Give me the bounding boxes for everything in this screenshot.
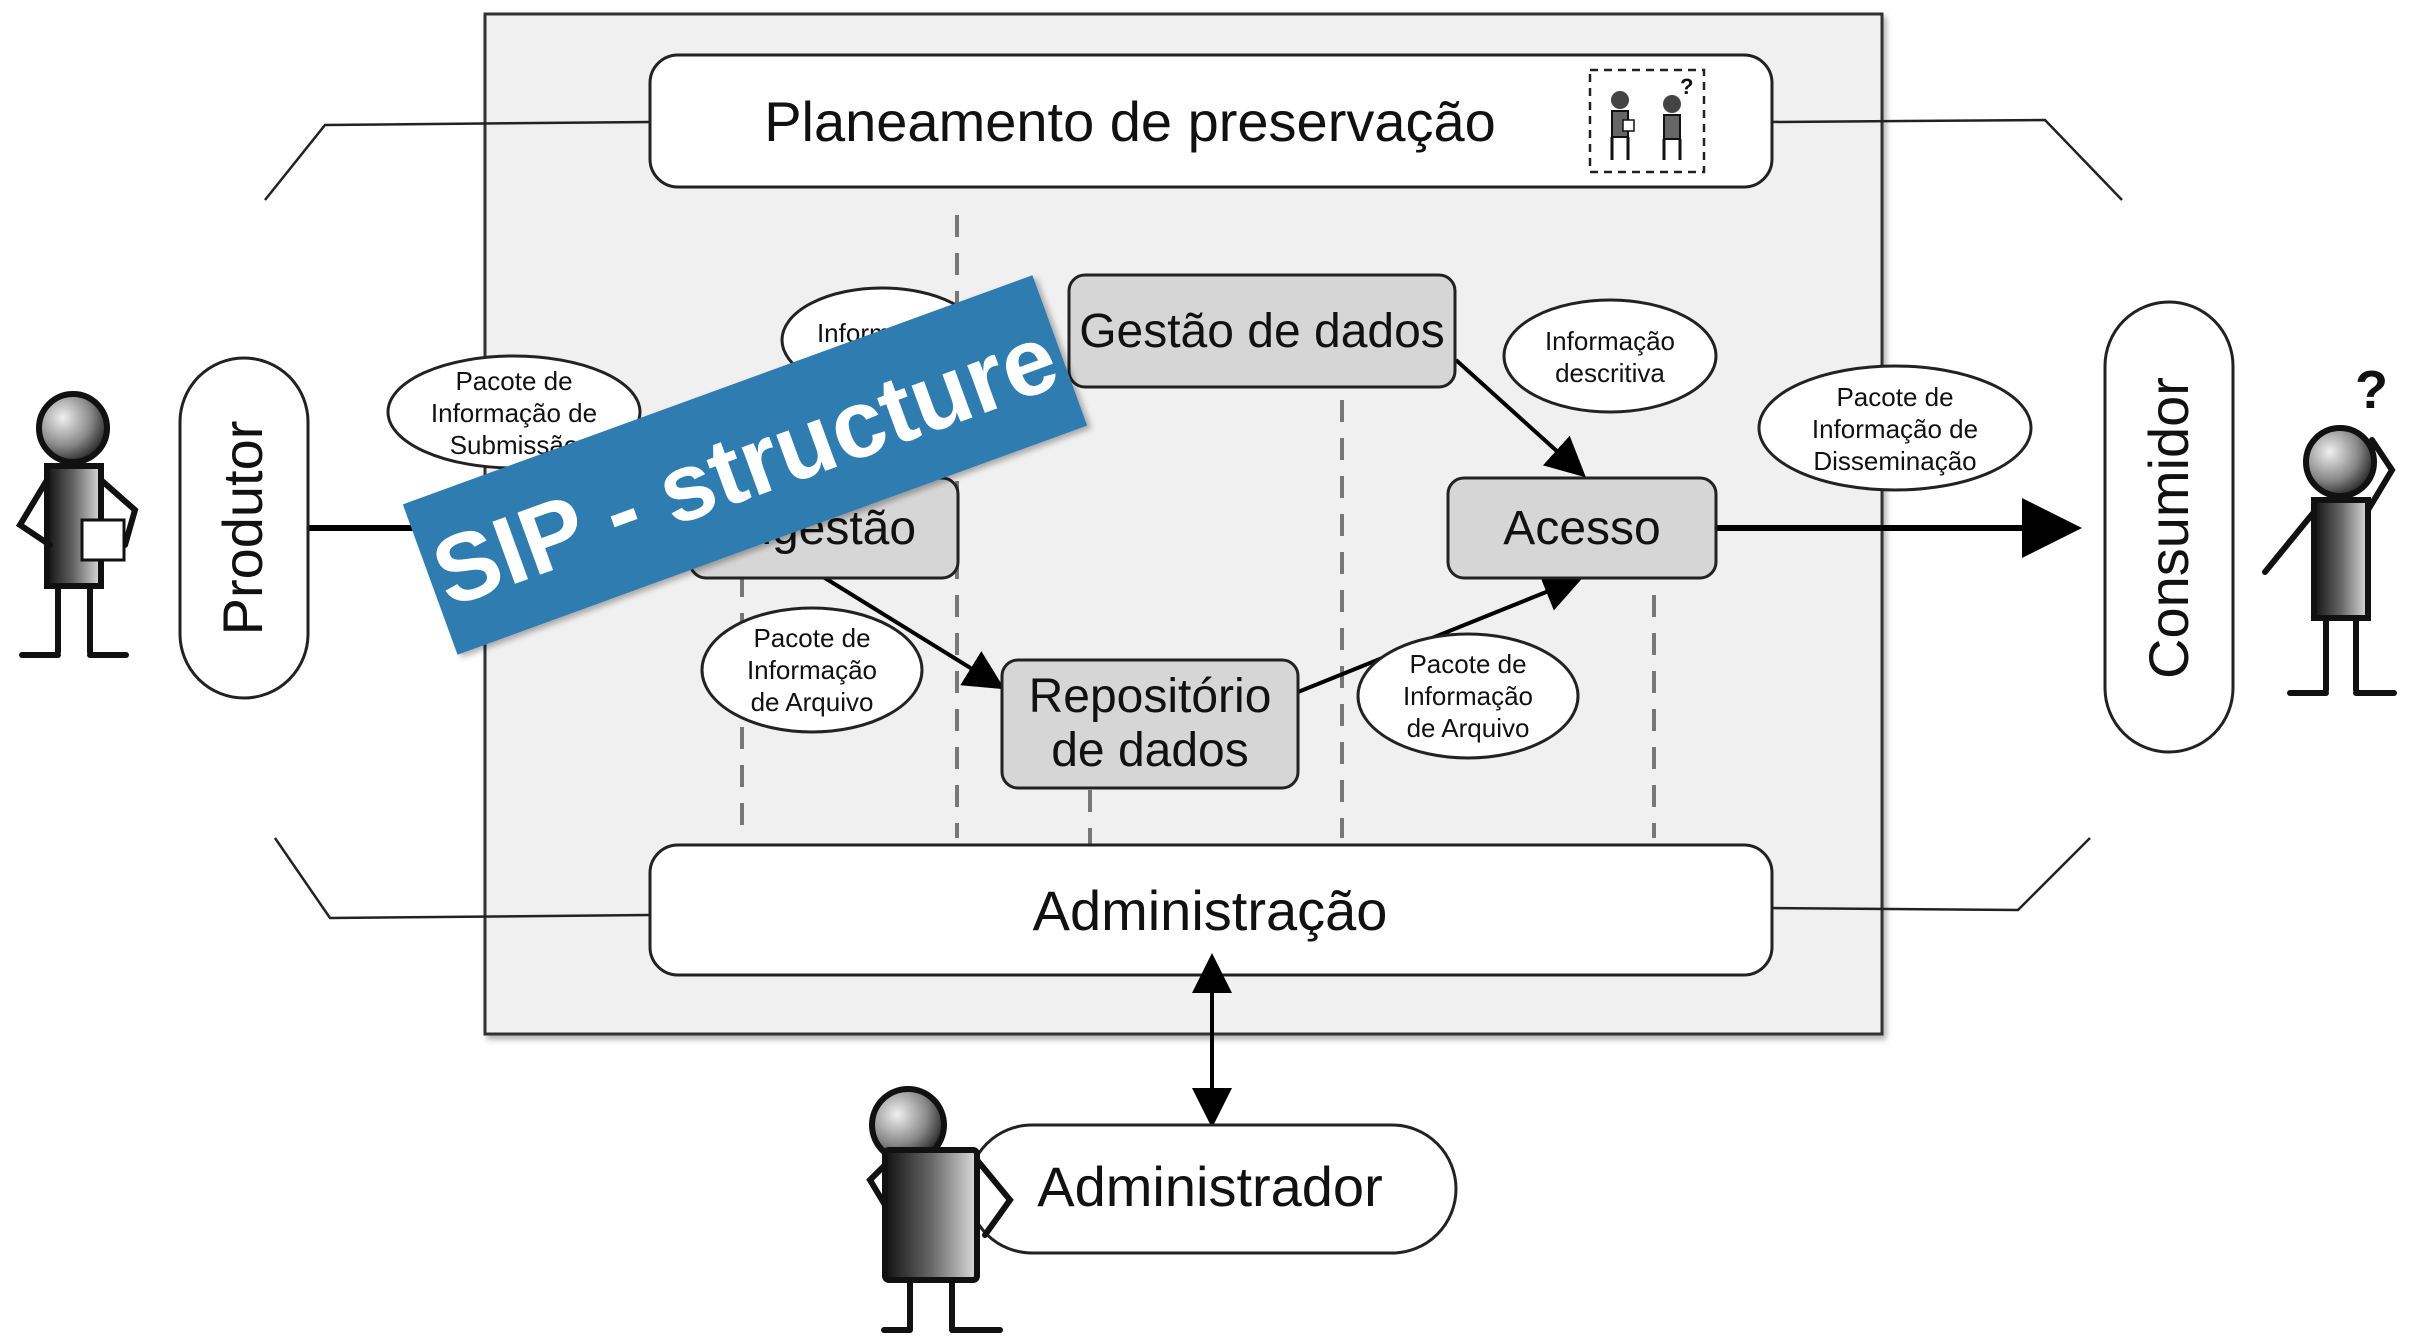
data-mgmt-to-access-arrow bbox=[1454, 358, 1586, 478]
bubble-aip-right-line1: Pacote de bbox=[1409, 649, 1526, 679]
ingest-to-storage-arrow bbox=[818, 573, 1005, 690]
consumer-question-mark: ? bbox=[2355, 360, 2388, 420]
bubble-sip-line2: Informação de bbox=[431, 398, 597, 428]
bubble-dip-line1: Pacote de bbox=[1836, 382, 1953, 412]
bubble-dip-line3: Disseminação bbox=[1813, 446, 1976, 476]
access-box bbox=[1446, 476, 1718, 580]
bubble-sip-line1: Pacote de bbox=[455, 366, 572, 396]
producer-capsule bbox=[178, 356, 310, 700]
administrator-figure-icon bbox=[866, 1086, 1014, 1333]
bubble-aip-right-line3: de Arquivo bbox=[1407, 713, 1530, 743]
archival-storage-label-line1: Repositório bbox=[1029, 670, 1272, 723]
bubble-aip-left: Pacote de Informação de Arquivo bbox=[700, 606, 924, 734]
producer-figure-icon bbox=[15, 391, 139, 658]
bubble-descriptive-right-line1: Informação bbox=[1545, 326, 1675, 356]
consumer-figure-icon bbox=[2262, 425, 2397, 696]
planning-label: Planeamento de preservação bbox=[764, 90, 1496, 153]
bubble-descriptive-right-line2: descritiva bbox=[1555, 358, 1665, 388]
data-management-box bbox=[1067, 273, 1457, 389]
bubble-dip-line2: Informação de bbox=[1812, 414, 1978, 444]
bubble-aip-right-line2: Informação bbox=[1403, 681, 1533, 711]
planning-people-icon: ? bbox=[1588, 68, 1706, 174]
producer-label: Produtor bbox=[211, 421, 274, 636]
bracket-bottom-left bbox=[273, 837, 651, 920]
consumer-capsule bbox=[2103, 300, 2235, 754]
bubble-aip-left-line1: Pacote de bbox=[753, 623, 870, 653]
bubble-sip: Pacote de Informação de Submissão bbox=[386, 354, 642, 470]
bracket-bottom-right bbox=[1769, 837, 2091, 912]
data-management-label: Gestão de dados bbox=[1079, 305, 1445, 358]
bubble-aip-left-line2: Informação bbox=[747, 655, 877, 685]
administration-label: Administração bbox=[1033, 879, 1388, 942]
access-label: Acesso bbox=[1503, 502, 1660, 555]
bubble-aip-right: Pacote de Informação de Arquivo bbox=[1356, 632, 1580, 760]
bracket-top-right bbox=[1769, 118, 2123, 201]
planning-icon-question: ? bbox=[1680, 74, 1693, 99]
bracket-top-left bbox=[264, 120, 651, 201]
bubble-dip: Pacote de Informação de Disseminação bbox=[1757, 364, 2033, 492]
planning-box bbox=[648, 53, 1774, 189]
archival-storage-label-line2: de dados bbox=[1051, 724, 1249, 777]
administrator-label: Administrador bbox=[1037, 1155, 1382, 1218]
archival-storage-box bbox=[1000, 658, 1300, 790]
bubble-descriptive-right: Informação descritiva bbox=[1502, 298, 1718, 414]
consumer-label: Consumidor bbox=[2137, 377, 2200, 679]
bubble-aip-left-line3: de Arquivo bbox=[751, 687, 874, 717]
